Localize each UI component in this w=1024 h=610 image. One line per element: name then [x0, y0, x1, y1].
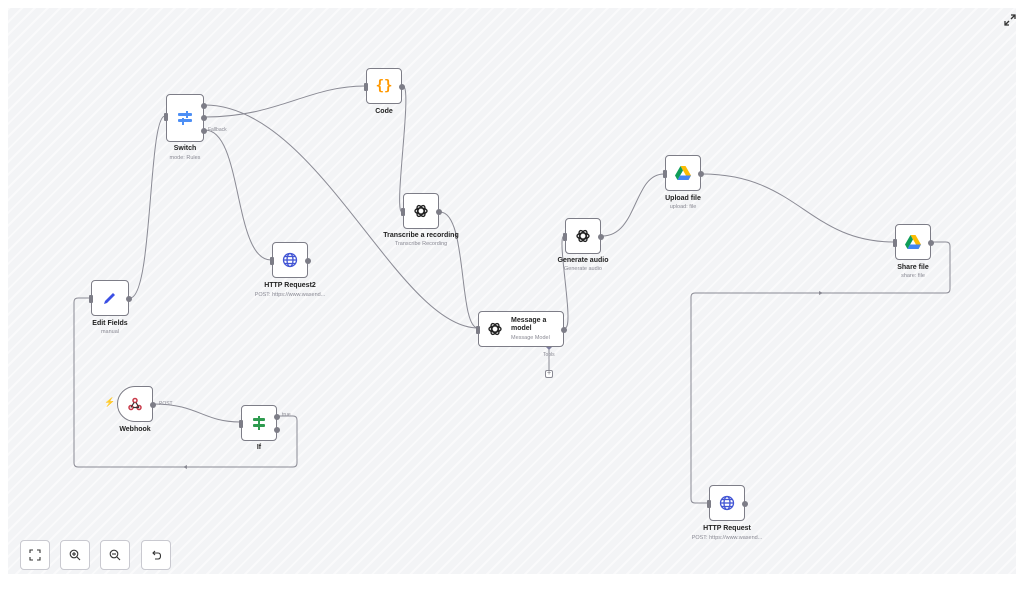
- port-label-tools: Tools: [543, 352, 555, 358]
- node-label-upload: Upload file: [665, 195, 701, 202]
- node-label-edit: Edit Fields: [92, 320, 128, 327]
- node-label-transcribe: Transcribe a recording: [383, 232, 459, 239]
- switch-output-1[interactable]: [201, 115, 207, 121]
- transcribe-input-port[interactable]: [401, 208, 405, 216]
- trigger-bolt-icon: ⚡: [104, 397, 116, 407]
- node-label-if: If: [256, 444, 262, 451]
- if-output-true[interactable]: [274, 414, 280, 420]
- google-drive-icon: [675, 166, 691, 180]
- edge-switch-to-http2[interactable]: [204, 129, 272, 261]
- port-label-fallback: Fallback: [208, 127, 227, 133]
- node-label-webhook: Webhook: [119, 426, 151, 433]
- fit-view-button[interactable]: [20, 540, 50, 570]
- edge-generate-to-upload[interactable]: [601, 173, 665, 237]
- node-label-share: Share file: [897, 264, 929, 271]
- http-output-port[interactable]: [742, 501, 748, 507]
- node-label-message: Message a model: [511, 317, 547, 332]
- node-edit-fields[interactable]: [89, 280, 132, 316]
- generate-input-port[interactable]: [563, 233, 567, 241]
- node-transcribe[interactable]: [401, 193, 442, 229]
- message-input-port[interactable]: [476, 326, 480, 334]
- share-output-port[interactable]: [928, 240, 934, 246]
- node-upload-file[interactable]: [663, 155, 704, 191]
- zoom-out-icon: [109, 549, 121, 561]
- edge-transcribe-to-message[interactable]: [439, 211, 479, 329]
- http2-input-port[interactable]: [270, 257, 274, 265]
- node-label-switch: Switch: [173, 145, 197, 152]
- connection-edges: [73, 85, 951, 504]
- if-input-port[interactable]: [239, 420, 243, 428]
- node-if[interactable]: [239, 405, 280, 441]
- node-code[interactable]: {}: [364, 68, 405, 104]
- zoom-in-icon: [69, 549, 81, 561]
- edge-message-to-generate[interactable]: [561, 235, 569, 329]
- workflow-canvas[interactable]: Fallback Switch mode: Rules {} Code Tran…: [8, 8, 1016, 574]
- switch-input-port[interactable]: [164, 113, 168, 121]
- edge-switch-to-message[interactable]: [204, 104, 479, 329]
- fullscreen-expand-icon[interactable]: [1004, 14, 1016, 26]
- openai-icon: [414, 204, 428, 218]
- edit-output-port[interactable]: [126, 296, 132, 302]
- edge-webhook-to-if[interactable]: [153, 403, 241, 423]
- add-tool-button[interactable]: +: [545, 370, 553, 378]
- switch-output-0[interactable]: [201, 103, 207, 109]
- node-sub-http: POST: https://www.wasend...: [691, 535, 763, 541]
- node-sub-edit: manual: [100, 329, 120, 335]
- switch-output-fallback[interactable]: [201, 128, 207, 134]
- openai-icon: [488, 322, 502, 336]
- edge-edit-to-switch[interactable]: [129, 115, 166, 299]
- node-sub-share: share: file: [901, 273, 925, 279]
- node-label-http2: HTTP Request2: [264, 282, 316, 289]
- http-input-port[interactable]: [707, 500, 711, 508]
- node-http-request[interactable]: [707, 485, 748, 521]
- node-sub-message: Message Model: [511, 335, 550, 341]
- node-switch[interactable]: [164, 94, 207, 142]
- node-webhook[interactable]: [117, 386, 156, 422]
- globe-icon: [719, 495, 735, 511]
- undo-button[interactable]: [141, 540, 171, 570]
- node-message-model[interactable]: Message a model Message Model: [476, 311, 567, 347]
- port-label-post: POST: [159, 401, 173, 407]
- globe-icon: [282, 252, 298, 268]
- port-label-true: true: [282, 412, 291, 418]
- switch-icon: [178, 111, 192, 125]
- zoom-in-button[interactable]: [60, 540, 90, 570]
- code-braces-icon: {}: [375, 78, 393, 94]
- edit-input-port[interactable]: [89, 295, 93, 303]
- transcribe-output-port[interactable]: [436, 209, 442, 215]
- node-generate-audio[interactable]: [563, 218, 604, 254]
- node-sub-generate: Generate audio: [564, 266, 602, 272]
- fit-view-icon: [29, 549, 41, 561]
- upload-input-port[interactable]: [663, 170, 667, 178]
- node-label-code: Code: [375, 108, 393, 115]
- undo-icon: [152, 550, 162, 560]
- node-sub-switch: mode: Rules: [169, 155, 201, 161]
- pencil-icon: [104, 293, 115, 304]
- node-sub-http2: POST: https://www.wasend...: [254, 292, 326, 298]
- upload-output-port[interactable]: [698, 171, 704, 177]
- google-drive-icon: [905, 235, 921, 249]
- edge-upload-to-share[interactable]: [701, 173, 895, 243]
- node-http-request2[interactable]: [270, 242, 311, 278]
- code-input-port[interactable]: [364, 83, 368, 91]
- code-output-port[interactable]: [399, 84, 405, 90]
- edge-code-to-transcribe[interactable]: [399, 85, 407, 213]
- webhook-output-port[interactable]: [150, 402, 156, 408]
- edge-share-to-http[interactable]: [690, 241, 951, 504]
- zoom-out-button[interactable]: [100, 540, 130, 570]
- http2-output-port[interactable]: [305, 258, 311, 264]
- edge-switch-to-code[interactable]: [204, 85, 366, 118]
- node-sub-transcribe: Transcribe Recording: [394, 241, 448, 247]
- node-share-file[interactable]: [893, 224, 934, 260]
- openai-icon: [576, 229, 590, 243]
- share-input-port[interactable]: [893, 239, 897, 247]
- webhook-icon: [128, 397, 142, 411]
- message-output-port[interactable]: [561, 327, 567, 333]
- node-label-http: HTTP Request: [703, 525, 751, 532]
- generate-output-port[interactable]: [598, 234, 604, 240]
- if-output-false[interactable]: [274, 427, 280, 433]
- if-icon: [253, 416, 265, 430]
- node-label-generate: Generate audio: [557, 257, 609, 264]
- node-sub-upload: upload: file: [669, 204, 697, 210]
